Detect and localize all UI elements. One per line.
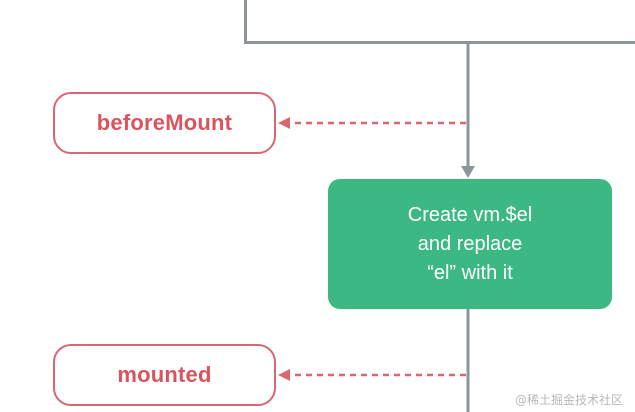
- mounted-label: mounted: [117, 362, 212, 387]
- previous-step-box: [244, 0, 635, 44]
- before-mount-arrow: [278, 117, 290, 129]
- mounted-arrow: [278, 369, 290, 381]
- process-line-1: Create vm.$el: [407, 203, 533, 226]
- flow-arrow-down: [461, 166, 475, 178]
- before-mount-label: beforeMount: [96, 110, 233, 135]
- watermark: @稀土掘金技术社区: [514, 393, 623, 407]
- process-line-3: “el” with it: [427, 261, 513, 284]
- create-el-process-box: Create vm.$el and replace “el” with it: [328, 179, 612, 309]
- before-mount-hook: beforeMount: [53, 92, 276, 154]
- process-line-2: and replace: [417, 232, 523, 255]
- mounted-hook: mounted: [53, 344, 276, 406]
